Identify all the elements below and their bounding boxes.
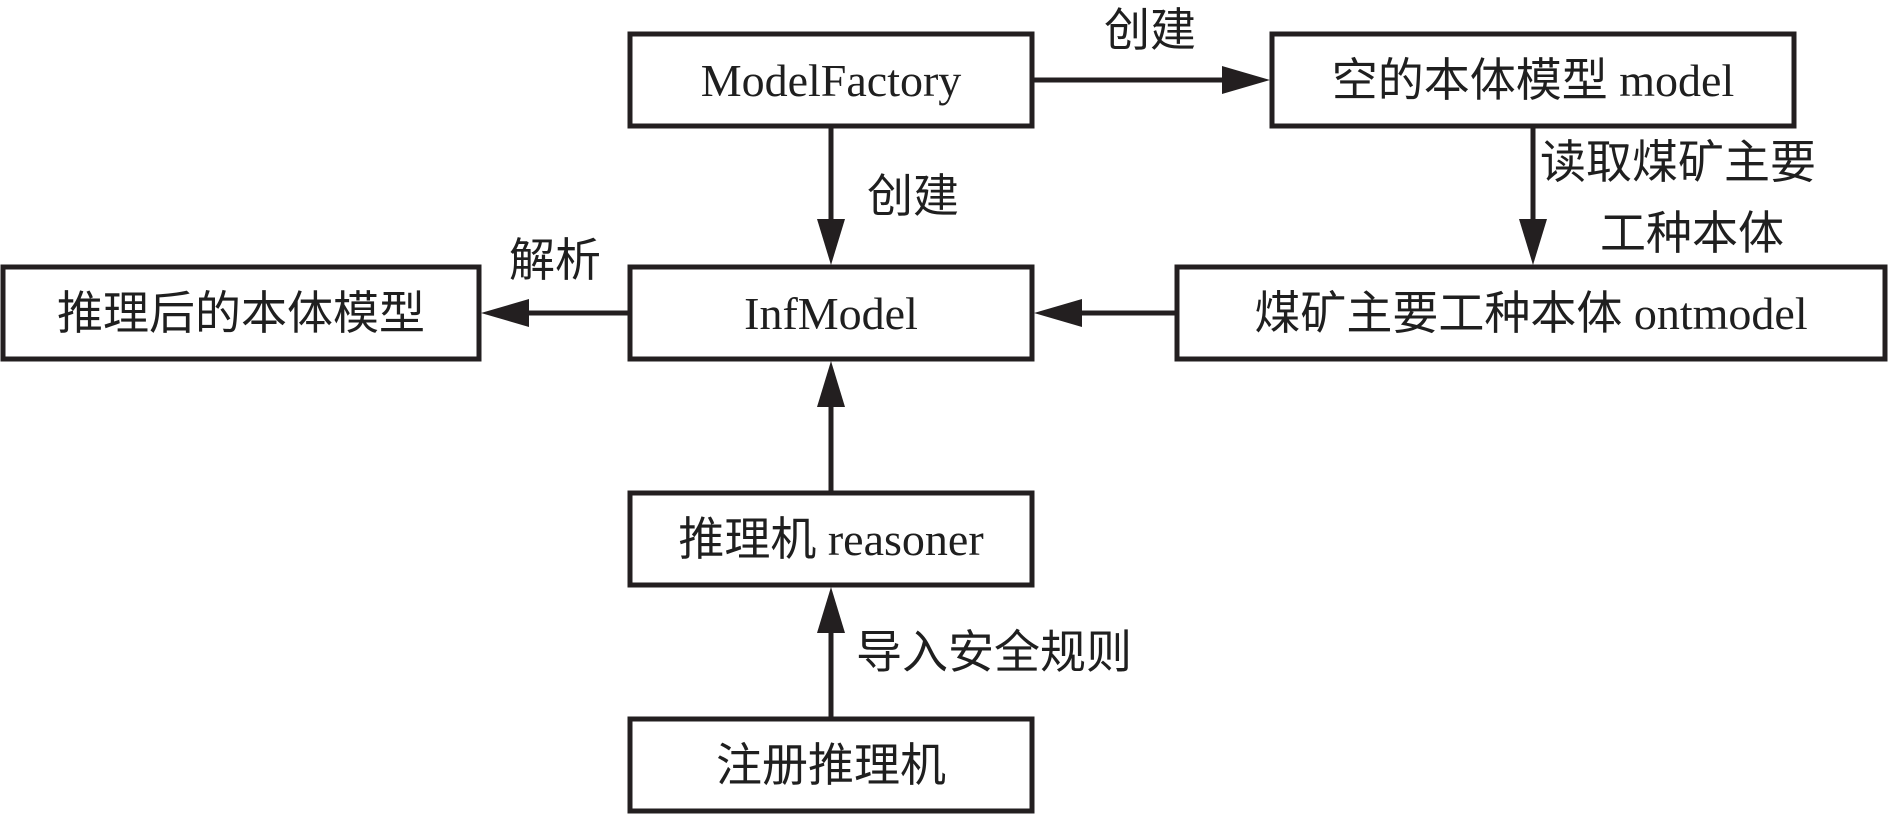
node-register-reasoner: 注册推理机: [627, 716, 1035, 814]
edge-factory-to-inf: [817, 126, 845, 265]
node-register-reasoner-label: 注册推理机: [716, 740, 946, 791]
node-inferred-model-label: 推理后的本体模型: [57, 288, 425, 339]
node-inferred-model: 推理后的本体模型: [0, 264, 482, 362]
node-inf-model-label: InfModel: [744, 288, 918, 339]
edge-label-factory-to-inf: 创建: [867, 171, 959, 222]
edge-reasoner-to-inf: [817, 361, 845, 493]
edge-factory-to-empty: [1032, 66, 1270, 94]
edge-label-empty-to-ontmodel-line2: 工种本体: [1600, 208, 1784, 259]
edge-empty-to-ontmodel: [1519, 126, 1547, 265]
edge-label-empty-to-ontmodel-line1: 读取煤矿主要: [1540, 137, 1816, 188]
edge-label-factory-to-empty: 创建: [1104, 5, 1196, 56]
node-reasoner-label: 推理机 reasoner: [678, 514, 983, 565]
node-inf-model: InfModel: [627, 264, 1035, 362]
edge-label-inf-to-inferred: 解析: [509, 235, 601, 286]
edge-label-register-to-reasoner: 导入安全规则: [856, 627, 1132, 678]
edge-inf-to-inferred: [481, 299, 630, 327]
node-coal-ontmodel-label: 煤矿主要工种本体 ontmodel: [1254, 288, 1807, 339]
node-model-factory: ModelFactory: [627, 31, 1035, 129]
node-reasoner: 推理机 reasoner: [627, 490, 1035, 588]
node-model-factory-label: ModelFactory: [701, 55, 962, 106]
edge-register-to-reasoner: [817, 587, 845, 719]
node-empty-model-label: 空的本体模型 model: [1332, 55, 1734, 106]
node-empty-model: 空的本体模型 model: [1269, 31, 1797, 129]
node-coal-ontmodel: 煤矿主要工种本体 ontmodel: [1174, 264, 1888, 362]
edge-ontmodel-to-inf: [1034, 299, 1177, 327]
